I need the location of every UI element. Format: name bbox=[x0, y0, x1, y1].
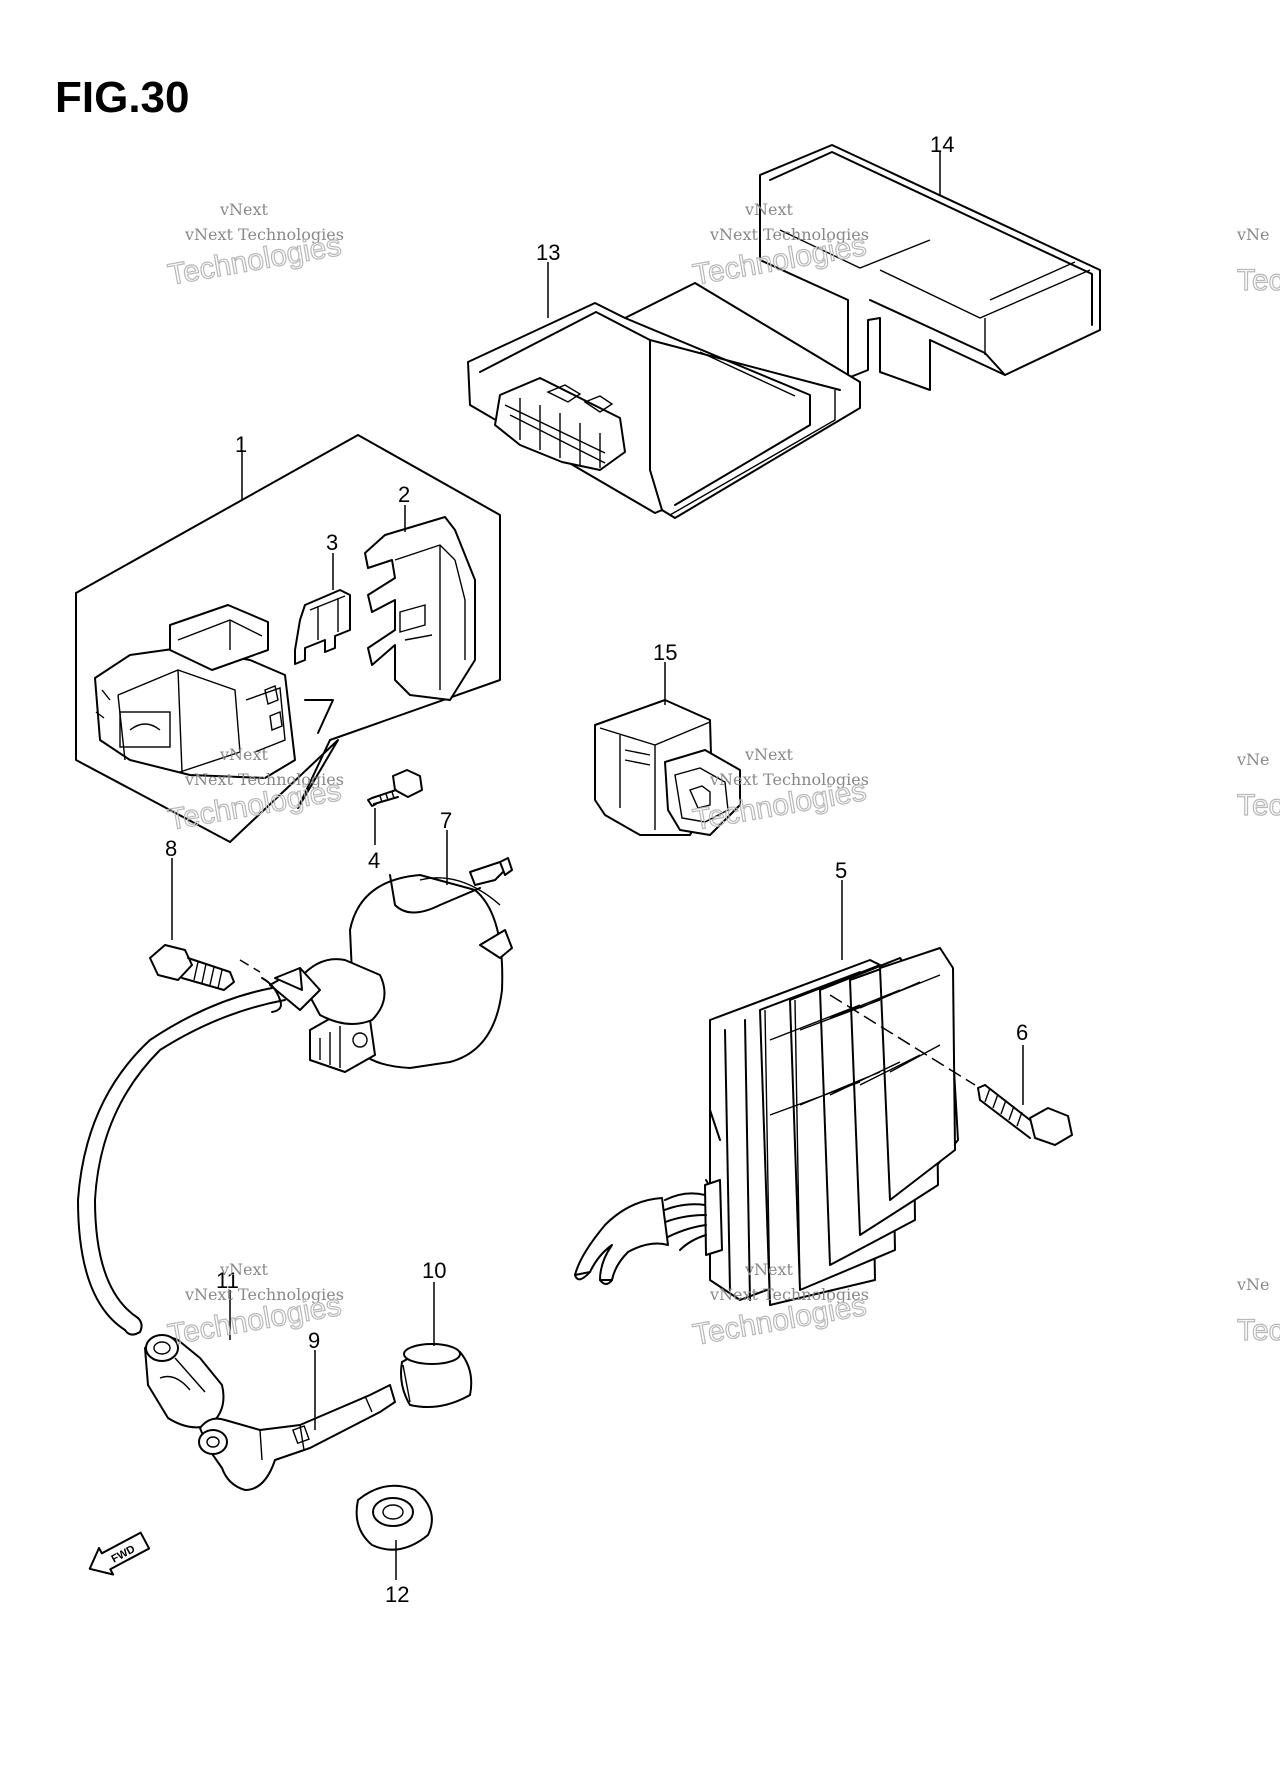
label-10: 10 bbox=[422, 1258, 446, 1283]
svg-text:vNext: vNext bbox=[219, 745, 269, 764]
svg-text:Tec: Tec bbox=[1237, 789, 1280, 822]
part-9-drawing bbox=[198, 1384, 396, 1491]
label-4: 4 bbox=[368, 848, 380, 873]
part-14-drawing bbox=[759, 144, 1101, 391]
svg-text:vNe: vNe bbox=[1236, 225, 1270, 244]
svg-text:vNext Technologies: vNext Technologies bbox=[184, 1285, 344, 1304]
svg-text:vNext Technologies: vNext Technologies bbox=[709, 225, 869, 244]
fwd-direction-marker: FWD bbox=[88, 1531, 151, 1576]
figure-title: FIG.30 bbox=[55, 73, 190, 122]
svg-text:vNext: vNext bbox=[744, 1260, 794, 1279]
part-12-drawing bbox=[355, 1484, 433, 1551]
label-14: 14 bbox=[930, 132, 954, 157]
part-4-drawing bbox=[367, 769, 423, 807]
watermark-edge-1: vNe Tec bbox=[1236, 225, 1280, 298]
part-15-drawing bbox=[594, 699, 741, 836]
svg-text:vNext: vNext bbox=[219, 1260, 269, 1279]
label-2: 2 bbox=[398, 482, 410, 507]
svg-text:vNext Technologies: vNext Technologies bbox=[709, 770, 869, 789]
watermark-3: vNext vNext Technologies Technologies bbox=[165, 745, 344, 837]
part-6-drawing bbox=[977, 1084, 1073, 1146]
part-1-drawing bbox=[75, 434, 501, 843]
svg-text:Tec: Tec bbox=[1237, 1314, 1280, 1347]
part-10-drawing bbox=[400, 1343, 473, 1408]
label-5: 5 bbox=[835, 858, 847, 883]
svg-text:vNext: vNext bbox=[744, 200, 794, 219]
part-2-drawing bbox=[364, 516, 476, 701]
svg-text:vNe: vNe bbox=[1236, 750, 1270, 769]
label-1: 1 bbox=[235, 432, 247, 457]
watermark-1: vNext vNext Technologies Technologies bbox=[165, 200, 344, 292]
svg-text:vNext Technologies: vNext Technologies bbox=[184, 225, 344, 244]
part-7-drawing bbox=[269, 857, 513, 1073]
svg-text:vNe: vNe bbox=[1236, 1275, 1270, 1294]
label-11: 11 bbox=[216, 1268, 239, 1293]
svg-text:vNext: vNext bbox=[744, 745, 794, 764]
svg-text:vNext: vNext bbox=[219, 200, 269, 219]
part-3-drawing bbox=[294, 589, 351, 665]
label-13: 13 bbox=[536, 240, 560, 265]
watermark-edge-2: vNe Tec bbox=[1236, 750, 1280, 823]
label-3: 3 bbox=[326, 530, 338, 555]
label-12: 12 bbox=[385, 1582, 409, 1607]
ignition-cable bbox=[77, 987, 273, 1331]
part-5-drawing bbox=[574, 947, 959, 1306]
label-7: 7 bbox=[440, 808, 452, 833]
part-11-drawing bbox=[144, 1334, 225, 1429]
label-15: 15 bbox=[653, 640, 677, 665]
part-13-drawing bbox=[467, 282, 861, 519]
label-6: 6 bbox=[1016, 1020, 1028, 1045]
watermark-edge-3: vNe Tec bbox=[1236, 1275, 1280, 1348]
label-9: 9 bbox=[308, 1328, 320, 1353]
svg-text:vNext Technologies: vNext Technologies bbox=[184, 770, 344, 789]
svg-text:Tec: Tec bbox=[1237, 264, 1280, 297]
part-8-drawing bbox=[149, 944, 235, 991]
label-8: 8 bbox=[165, 836, 177, 861]
svg-text:vNext Technologies: vNext Technologies bbox=[709, 1285, 869, 1304]
